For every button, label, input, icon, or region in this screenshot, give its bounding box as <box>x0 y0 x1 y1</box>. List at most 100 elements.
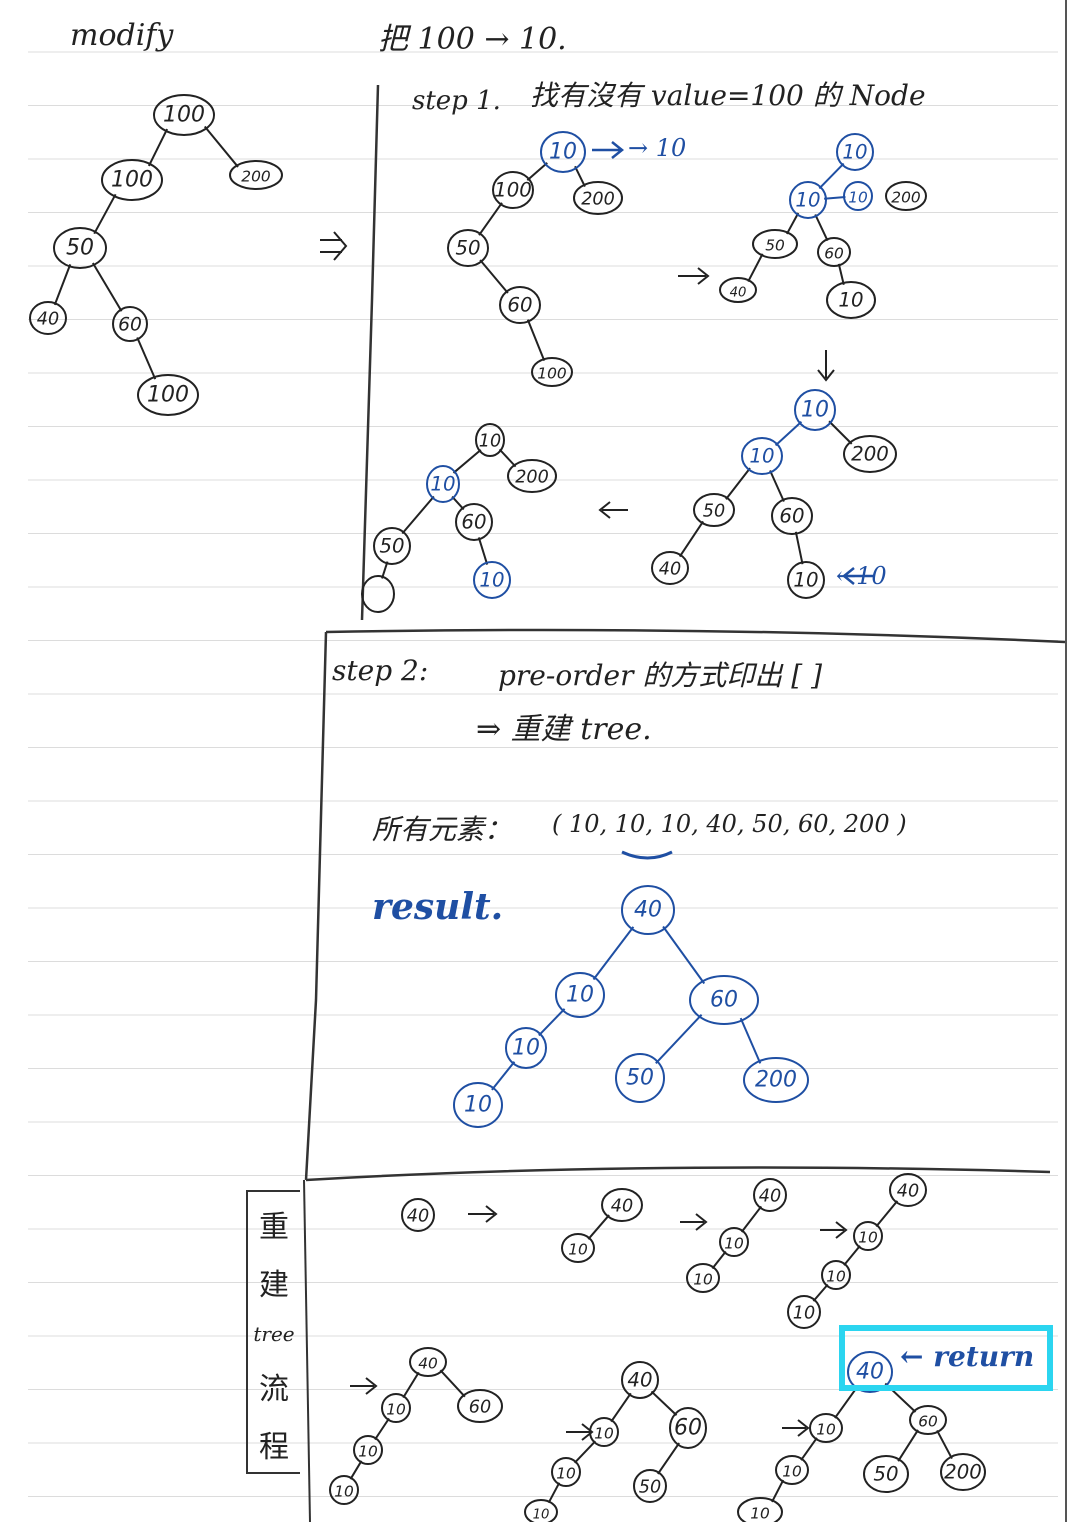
tree-edge <box>491 1061 516 1091</box>
tree-node-label: 100 <box>494 179 532 202</box>
tree-node-label: 10 <box>693 1271 713 1289</box>
tree-node-label: 10 <box>556 1465 576 1483</box>
tree-node-label: 60 <box>824 245 844 263</box>
tree-node-label: 10 <box>848 189 868 207</box>
tree-edge <box>774 421 803 447</box>
tree-node <box>573 181 623 215</box>
tree-edge <box>711 1250 727 1270</box>
tree-node <box>817 237 851 267</box>
double-arrow-icon <box>320 231 348 261</box>
tree-node <box>651 551 689 585</box>
elements-list: ( 10, 10, 10, 40, 50, 60, 200 ) <box>552 810 907 838</box>
tree-edge <box>828 420 853 445</box>
tree-node-label: 100 <box>111 168 153 193</box>
tree-node <box>455 503 493 541</box>
tree-node <box>492 171 534 209</box>
tree-edge <box>349 1460 363 1480</box>
tree-edge <box>740 1205 763 1233</box>
result-divider <box>305 1166 1051 1182</box>
tree-edge <box>657 1442 680 1475</box>
duplicate-bracket <box>621 850 673 860</box>
tree-edge <box>771 1479 785 1503</box>
tree-node-label: 40 <box>730 286 747 301</box>
tree-node-label: 50 <box>703 502 725 522</box>
tree-edge <box>498 448 517 468</box>
tree-node <box>112 306 148 342</box>
tree-node-label: 40 <box>856 1360 884 1385</box>
step2-desc: pre-order 的方式印出 [ ] <box>498 659 823 692</box>
tree-node-label: 200 <box>891 189 921 207</box>
arrow-right-icon <box>820 1221 848 1239</box>
tree-edge <box>814 214 829 242</box>
tree-node-label: 60 <box>461 511 486 534</box>
tree-edge <box>439 1369 466 1398</box>
tree-node <box>540 131 586 173</box>
step1-arrow-from: ←10 <box>836 562 887 590</box>
tree-node <box>843 181 873 211</box>
tree-node <box>531 357 573 387</box>
return-highlight <box>839 1325 1053 1391</box>
tree-node-label: 200 <box>944 1461 982 1484</box>
tree-node <box>787 1295 821 1329</box>
step2-left-border <box>304 631 328 1181</box>
tree-node-label: 60 <box>918 1413 938 1431</box>
arrow-right-icon <box>678 267 710 285</box>
tree-node-label: 10 <box>858 1229 878 1247</box>
tree-edge <box>374 1417 390 1441</box>
tree-node-label: 10 <box>793 1304 815 1324</box>
tree-node <box>863 1455 909 1493</box>
tree-node <box>719 277 757 303</box>
tree-edge <box>203 125 239 168</box>
tree-node-label: 50 <box>379 535 404 558</box>
tree-node <box>229 160 283 190</box>
tree-node-label: 200 <box>241 168 271 186</box>
tree-node-label: 50 <box>66 236 94 261</box>
tree-node-label: 200 <box>851 443 889 466</box>
blue-arrows <box>592 141 874 585</box>
tree-node-label: 40 <box>418 1355 438 1373</box>
tree-node-label: 10 <box>479 432 501 452</box>
tree-node <box>101 159 163 201</box>
tree-node-label: 200 <box>515 468 549 488</box>
tree-node-label: 60 <box>118 315 142 336</box>
return-label: ← return <box>900 1340 1035 1373</box>
tree-node <box>507 459 557 493</box>
tree-node-label: 10 <box>782 1463 802 1481</box>
tree-node <box>743 1057 809 1103</box>
tree-node <box>889 1173 927 1207</box>
tree-node <box>847 1351 893 1393</box>
tree-node <box>457 1389 503 1423</box>
step1-desc: 找有沒有 value=100 的 Node <box>530 79 926 112</box>
tree-edge <box>834 1385 859 1419</box>
tree-node-label: 50 <box>626 1066 654 1091</box>
tree-node <box>329 1475 359 1505</box>
tree-node-label: 40 <box>37 310 59 330</box>
tree-node <box>353 1435 383 1465</box>
tree-node <box>633 1469 667 1503</box>
tree-node <box>551 1457 581 1487</box>
tree-node <box>601 1188 643 1222</box>
tree-edge <box>662 925 706 985</box>
tree-edge <box>53 264 72 306</box>
tree-edge <box>147 128 169 167</box>
tree-node <box>843 435 897 473</box>
flow-arrows <box>320 231 848 1441</box>
tree-edge <box>402 1371 420 1399</box>
tree-edge <box>769 470 785 502</box>
tree-node-label: 10 <box>334 1483 354 1501</box>
tree-node-label: 10 <box>568 1241 588 1259</box>
tree-node-label: 60 <box>507 294 532 317</box>
tree-edge <box>479 259 509 294</box>
tree-node <box>53 227 107 269</box>
tree-edge <box>592 926 635 981</box>
tree-node-label: 10 <box>594 1425 614 1443</box>
tree-edge <box>526 162 548 181</box>
arrow-right-icon <box>350 1377 378 1395</box>
tree-edge <box>538 1008 566 1037</box>
tree-node <box>826 281 876 319</box>
tree-node-label: 100 <box>537 365 567 383</box>
